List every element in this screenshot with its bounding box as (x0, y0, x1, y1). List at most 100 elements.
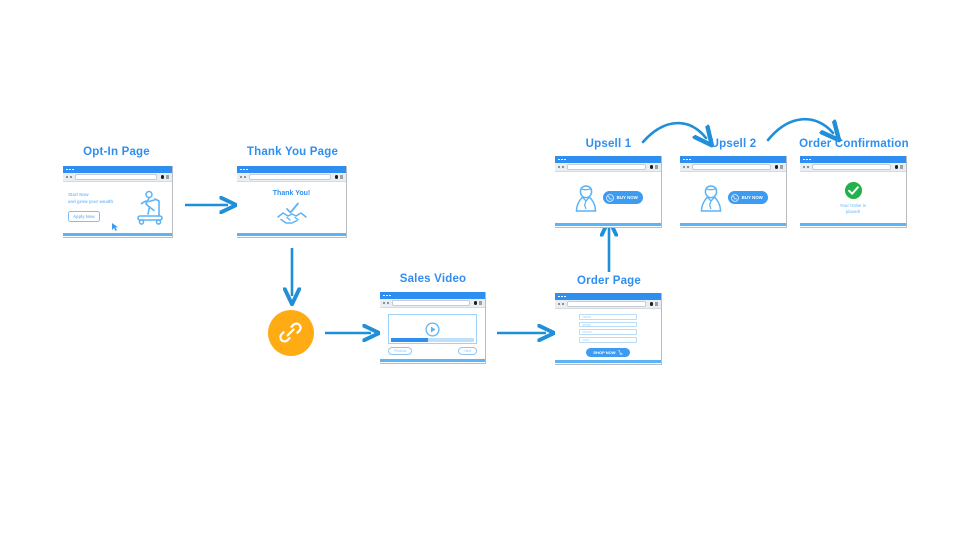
chain-link-icon (279, 322, 302, 343)
optin-headline-line2: and grow your wealth (68, 198, 114, 204)
back-nav-icon[interactable] (803, 166, 805, 168)
browser-titlebar (63, 166, 172, 173)
browser-toolbar (237, 173, 346, 182)
address-bar[interactable] (692, 164, 772, 170)
browser-card-salesvideo[interactable]: Previous Next (380, 292, 486, 364)
titlebar-dot-icon (240, 168, 242, 171)
back-nav-icon[interactable] (558, 166, 560, 168)
address-bar[interactable] (75, 174, 158, 180)
back-nav-icon[interactable] (683, 166, 685, 168)
forward-nav-icon[interactable] (69, 176, 72, 178)
browser-accent-bar (680, 223, 786, 226)
menu-icon[interactable] (654, 165, 658, 169)
green-check-circle-icon (844, 181, 862, 199)
video-progress-fill (391, 338, 429, 342)
browser-toolbar (63, 173, 172, 182)
cart-circle-icon (731, 193, 739, 202)
address-bar[interactable] (249, 174, 332, 180)
link-node-circle[interactable] (268, 310, 314, 356)
record-icon (160, 175, 165, 179)
titlebar-dot-icon (561, 295, 563, 298)
browser-accent-bar (555, 223, 661, 226)
node-title-upsell2: Upsell 2 (710, 138, 757, 150)
card-field[interactable]: card (579, 336, 637, 343)
forward-nav-icon[interactable] (686, 166, 689, 168)
cursor-pointer-icon (112, 223, 118, 231)
buy-now-button-upsell2[interactable]: BUY NOW (728, 190, 768, 205)
confirmation-message-line2: placed! (845, 208, 861, 214)
menu-icon[interactable] (779, 165, 783, 169)
address-bar[interactable] (567, 301, 647, 307)
node-title-orderpage: Order Page (577, 275, 641, 287)
previous-button[interactable]: Previous (388, 347, 413, 356)
node-title-optin: Opt-In Page (83, 146, 150, 158)
browser-viewport-upsell1: BUY NOW (555, 172, 661, 223)
browser-card-thankyou[interactable]: Thank You! (237, 166, 347, 238)
email-field[interactable]: email (579, 321, 637, 328)
treadmill-runner-icon (137, 190, 163, 225)
menu-icon[interactable] (165, 175, 169, 179)
titlebar-dot-icon (806, 158, 808, 161)
play-button-icon[interactable] (425, 321, 440, 337)
arrow-upsell2-to-confirmation (766, 117, 833, 140)
record-icon (334, 175, 339, 179)
cart-circle-icon (606, 193, 614, 202)
browser-card-orderpage[interactable]: name email phone card SHOP NOW (555, 293, 662, 365)
video-progress-bar[interactable] (391, 338, 474, 342)
browser-toolbar (380, 299, 485, 308)
back-nav-icon[interactable] (240, 176, 242, 178)
person-avatar-icon (575, 184, 597, 212)
address-bar[interactable] (812, 164, 892, 170)
browser-card-upsell1[interactable]: BUY NOW (555, 156, 662, 228)
video-player[interactable] (388, 314, 477, 344)
browser-accent-bar (237, 233, 346, 236)
browser-toolbar (555, 300, 661, 309)
address-bar[interactable] (392, 300, 471, 306)
node-title-confirmation: Order Confirmation (799, 138, 909, 150)
titlebar-dot-icon (246, 168, 248, 171)
phone-field[interactable]: phone (579, 329, 637, 335)
browser-viewport-thankyou: Thank You! (237, 182, 346, 233)
back-nav-icon[interactable] (558, 303, 560, 305)
titlebar-dot-icon (689, 158, 691, 161)
titlebar-dot-icon (564, 158, 566, 161)
titlebar-dot-icon (386, 294, 388, 297)
forward-nav-icon[interactable] (561, 303, 564, 305)
next-button[interactable]: Next (458, 347, 477, 356)
browser-card-confirmation[interactable]: Your Order is placed! (800, 156, 907, 228)
shop-now-button[interactable]: SHOP NOW (586, 347, 630, 357)
menu-icon[interactable] (339, 175, 343, 179)
menu-icon[interactable] (654, 302, 658, 306)
menu-icon[interactable] (478, 301, 482, 305)
buy-now-button-upsell1[interactable]: BUY NOW (603, 190, 643, 205)
browser-toolbar (555, 163, 661, 172)
menu-icon[interactable] (899, 165, 903, 169)
name-field[interactable]: name (579, 314, 637, 320)
forward-nav-icon[interactable] (243, 176, 246, 178)
titlebar-dot-icon (561, 158, 563, 161)
browser-card-optin[interactable]: Start Now and grow your wealth Apply Now (63, 166, 173, 238)
node-title-upsell1: Upsell 1 (585, 138, 632, 150)
titlebar-dot-icon (558, 295, 560, 298)
titlebar-dot-icon (558, 158, 560, 161)
browser-accent-bar (63, 233, 172, 236)
optin-headline-line1: Start Now (68, 192, 89, 198)
titlebar-dot-icon (809, 158, 811, 161)
node-title-salesvideo: Sales Video (399, 273, 467, 285)
browser-card-upsell2[interactable]: BUY NOW (680, 156, 787, 228)
address-bar[interactable] (567, 164, 647, 170)
forward-nav-icon[interactable] (386, 302, 389, 304)
apply-now-button[interactable]: Apply Now (68, 210, 100, 222)
back-nav-icon[interactable] (66, 176, 68, 178)
confirmation-message-line1: Your Order is (839, 202, 867, 208)
forward-nav-icon[interactable] (806, 166, 809, 168)
forward-nav-icon[interactable] (561, 166, 564, 168)
back-nav-icon[interactable] (383, 302, 385, 304)
titlebar-dot-icon (383, 294, 385, 297)
record-icon (774, 165, 779, 169)
record-icon (649, 165, 654, 169)
record-icon (894, 165, 899, 169)
browser-viewport-confirmation: Your Order is placed! (800, 172, 906, 223)
browser-viewport-upsell2: BUY NOW (680, 172, 786, 223)
